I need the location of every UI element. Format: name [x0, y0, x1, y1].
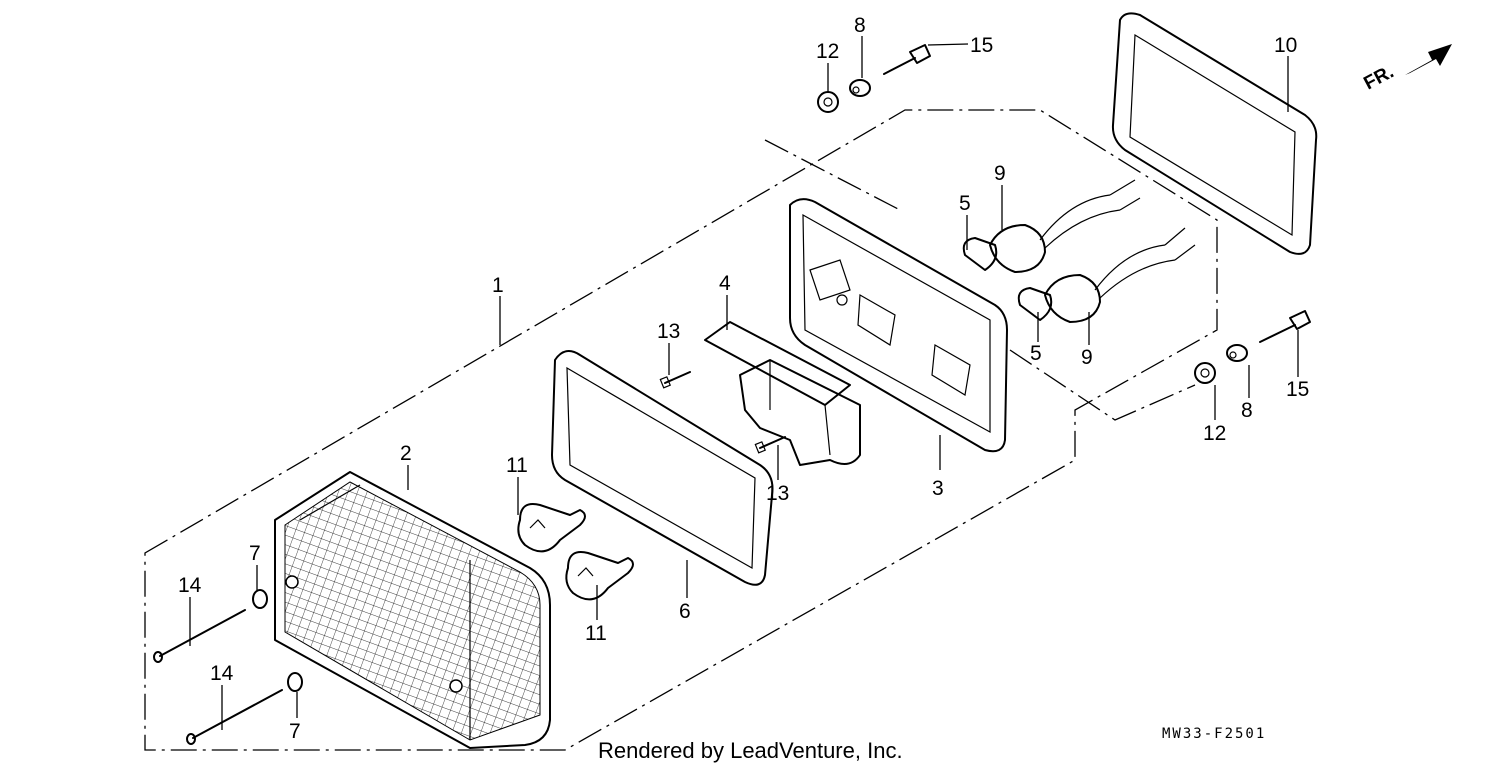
bolt-15-right: [1259, 310, 1311, 343]
nut-12-right: [1194, 362, 1216, 384]
socket-upper: [962, 179, 1141, 273]
nut-12-top: [817, 91, 839, 113]
callout-13-lower: 13: [766, 482, 789, 505]
bolt-15-top: [883, 44, 931, 75]
callout-12-right: 12: [1203, 422, 1226, 445]
callout-12-top: 12: [816, 40, 839, 63]
callout-numbers: 1 2 3 4 5 5 6 7 7 8 8 9 9 10 11 11 12 12…: [178, 14, 1309, 743]
callout-4: 4: [719, 272, 731, 295]
callout-15-right: 15: [1286, 378, 1309, 401]
front-direction-arrow: FR.: [1360, 44, 1452, 94]
callout-9-lower: 9: [1081, 346, 1093, 369]
collar-8-top: [849, 79, 871, 97]
callout-1: 1: [492, 274, 504, 297]
callout-3: 3: [932, 477, 944, 500]
callout-13-upper: 13: [657, 320, 680, 343]
leader-lines: [189, 36, 1299, 730]
bulb-lower: [565, 551, 634, 601]
front-direction-label: FR.: [1360, 62, 1397, 95]
callout-2: 2: [400, 442, 412, 465]
screw-lower: [754, 436, 786, 454]
callout-14-upper: 14: [178, 574, 202, 597]
screw-upper: [659, 371, 691, 389]
callout-15-top: 15: [970, 34, 993, 57]
rim-part: [1111, 12, 1318, 255]
callout-6: 6: [679, 600, 691, 623]
callout-10: 10: [1274, 34, 1297, 57]
callout-7-upper: 7: [249, 542, 261, 565]
callout-11-upper: 11: [506, 454, 528, 477]
screw-14-upper: [153, 609, 246, 663]
callout-11-lower: 11: [585, 622, 607, 645]
callout-8-top: 8: [854, 14, 866, 37]
screw-14-lower: [186, 689, 283, 745]
socket-lower: [1017, 227, 1196, 323]
bulb-upper: [517, 503, 586, 553]
washer-7-upper: [252, 589, 268, 609]
lens-part: [274, 471, 551, 749]
assembly-outline: [144, 109, 1218, 751]
housing-part: [789, 198, 1008, 453]
callout-9-upper: 9: [994, 162, 1006, 185]
callout-14-lower: 14: [210, 662, 234, 685]
washer-7-lower: [287, 672, 303, 692]
credit-text: Rendered by LeadVenture, Inc.: [598, 738, 903, 763]
bracket-part: [704, 321, 861, 466]
diagram-code: MW33-F2501: [1162, 726, 1266, 742]
lens-gasket-part: [551, 350, 774, 586]
callout-5-upper: 5: [959, 192, 971, 215]
callout-8-right: 8: [1241, 399, 1253, 422]
callout-7-lower: 7: [289, 720, 301, 743]
callout-5-lower: 5: [1030, 342, 1042, 365]
collar-8-right: [1226, 344, 1248, 362]
